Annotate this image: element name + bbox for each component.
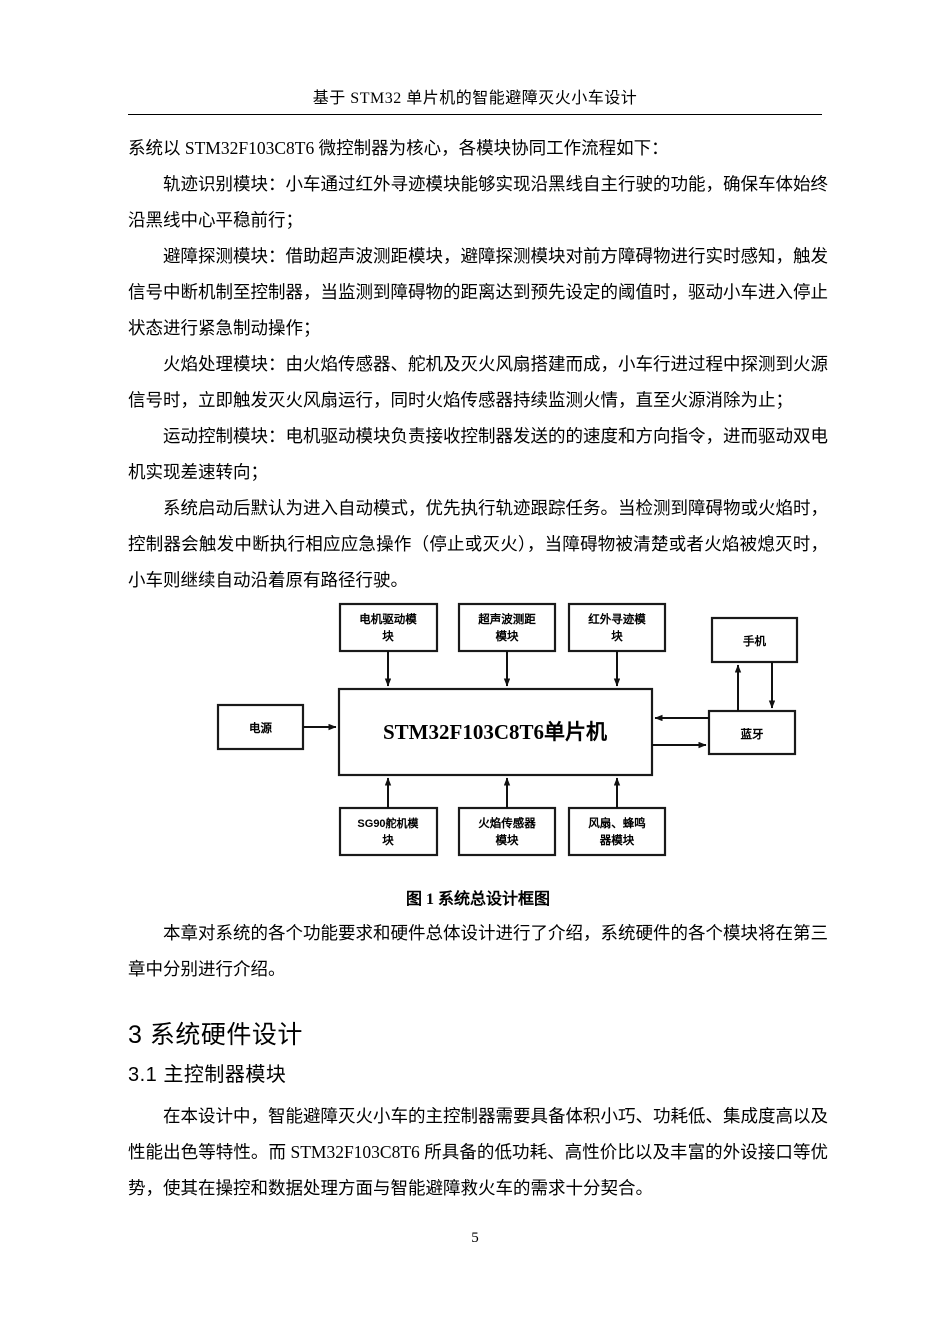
paragraph-flame-module: 火焰处理模块：由火焰传感器、舵机及灭火风扇搭建而成，小车行进过程中探测到火源信号…: [128, 354, 828, 410]
diagram-box-mcu: STM32F103C8T6单片机: [337, 687, 654, 777]
diagram-box-fan-buzzer: 风扇、蜂鸣 器模块: [567, 806, 667, 857]
diagram-box-motor-driver: 电机驱动模 块: [338, 602, 439, 653]
diagram-box-mcu-label: STM32F103C8T6单片机: [383, 720, 607, 744]
diagram-box-phone-label: 手机: [743, 634, 766, 648]
diagram-box-servo-line2: 块: [382, 833, 394, 847]
running-header-title: 基于 STM32 单片机的智能避障灭火小车设计: [312, 90, 638, 107]
heading-section-3: 3 系统硬件设计: [128, 1021, 303, 1049]
paragraph-startup-logic: 系统启动后默认为进入自动模式，优先执行轨迹跟踪任务。当检测到障碍物或火焰时，控制…: [128, 498, 828, 590]
paragraph-chapter-summary: 本章对系统的各个功能要求和硬件总体设计进行了介绍，系统硬件的各个模块将在第三章中…: [128, 923, 828, 979]
paragraph-track-module: 轨迹识别模块：小车通过红外寻迹模块能够实现沿黑线自主行驶的功能，确保车体始终沿黑…: [128, 174, 828, 230]
diagram-box-motor-driver-line1: 电机驱动模: [359, 612, 417, 626]
diagram-box-motor-driver-line2: 块: [382, 629, 394, 643]
body-text-lower: 在本设计中，智能避障灭火小车的主控制器需要具备体积小巧、功耗低、集成度高以及性能…: [128, 1098, 828, 1206]
paragraph-intro: 系统以 STM32F103C8T6 微控制器为核心，各模块协同工作流程如下：: [128, 138, 669, 158]
diagram-box-bluetooth: 蓝牙: [707, 709, 797, 756]
diagram-box-servo: SG90舵机模 块: [338, 806, 439, 857]
diagram-box-flame-sensor-line2: 模块: [496, 833, 519, 847]
diagram-box-infrared-tracking: 红外寻迹模 块: [567, 602, 667, 653]
header-divider: [128, 114, 822, 116]
body-text-upper: 系统以 STM32F103C8T6 微控制器为核心，各模块协同工作流程如下： 轨…: [128, 130, 828, 598]
paragraph-obstacle-module: 避障探测模块：借助超声波测距模块，避障探测模块对前方障碍物进行实时感知，触发信号…: [128, 246, 828, 338]
diagram-box-ultrasonic-line2: 模块: [496, 629, 519, 643]
diagram-box-bluetooth-label: 蓝牙: [741, 727, 764, 741]
paragraph-motion-module: 运动控制模块：电机驱动模块负责接收控制器发送的的速度和方向指令，进而驱动双电机实…: [128, 426, 828, 482]
diagram-box-flame-sensor-line1: 火焰传感器: [478, 816, 536, 830]
diagram-box-flame-sensor: 火焰传感器 模块: [457, 806, 557, 857]
diagram-box-power: 电源: [216, 703, 305, 751]
diagram-box-ultrasonic: 超声波测距 模块: [457, 602, 557, 653]
diagram-box-fan-buzzer-line1: 风扇、蜂鸣: [588, 816, 646, 830]
paragraph-mcu-selection: 在本设计中，智能避障灭火小车的主控制器需要具备体积小巧、功耗低、集成度高以及性能…: [128, 1106, 828, 1198]
diagram-box-phone: 手机: [710, 616, 799, 664]
diagram-box-infrared-tracking-line1: 红外寻迹模: [588, 612, 646, 626]
heading-section-3-1: 3.1 主控制器模块: [128, 1064, 287, 1086]
diagram-box-infrared-tracking-line2: 块: [611, 629, 623, 643]
page-number: 5: [471, 1230, 479, 1246]
body-text-after-figure: 本章对系统的各个功能要求和硬件总体设计进行了介绍，系统硬件的各个模块将在第三章中…: [128, 915, 828, 987]
diagram-box-fan-buzzer-line2: 器模块: [599, 833, 635, 847]
figure-caption: 图 1 系统总设计框图: [405, 891, 550, 908]
system-block-diagram: 电机驱动模 块 超声波测距 模块 红外寻迹模 块 手机 电源: [0, 592, 950, 882]
diagram-box-servo-line1: SG90舵机模: [357, 816, 419, 830]
diagram-box-power-label: 电源: [249, 721, 272, 735]
running-header: 基于 STM32 单片机的智能避障灭火小车设计: [128, 88, 822, 116]
diagram-box-ultrasonic-line1: 超声波测距: [477, 612, 536, 626]
